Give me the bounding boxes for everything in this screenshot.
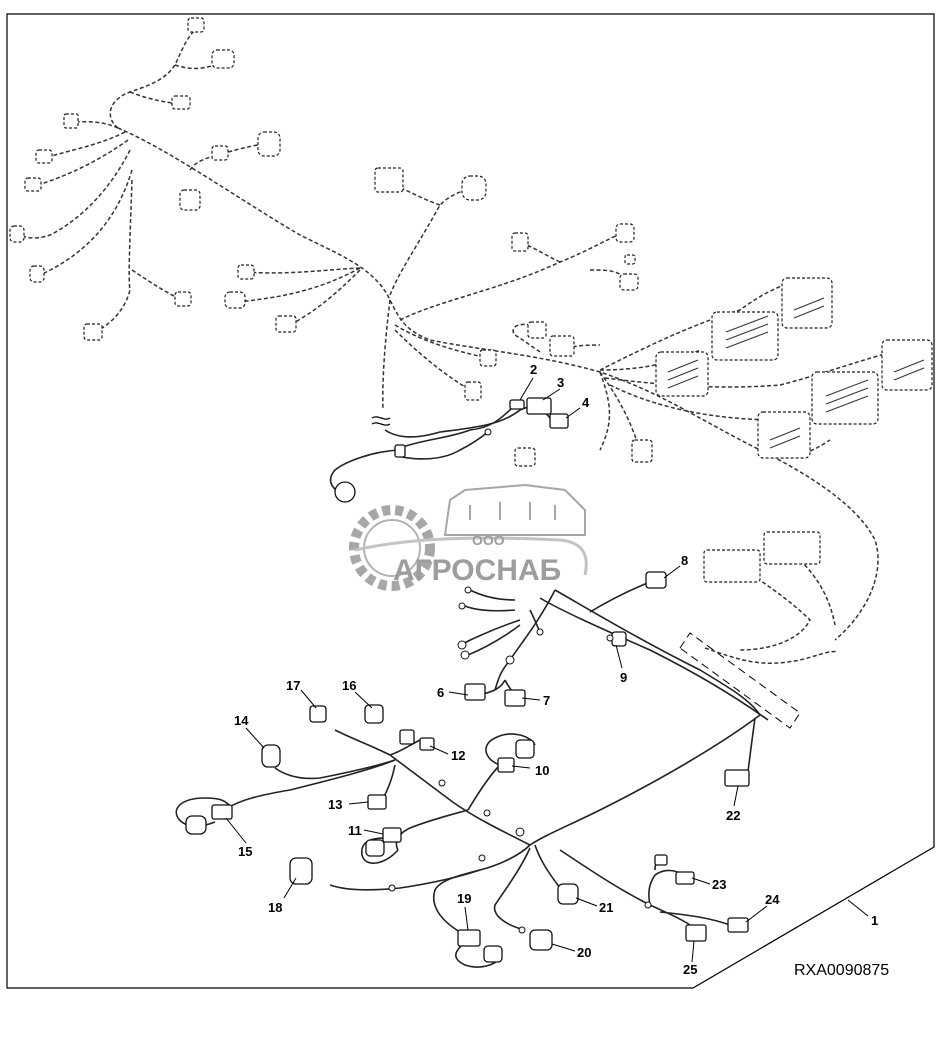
callout-10: 10: [535, 763, 549, 778]
callout-7: 7: [543, 693, 550, 708]
callout-11: 11: [348, 823, 362, 838]
watermark: ООО АГРОСНАБ: [349, 483, 588, 591]
callout-21: 21: [599, 900, 613, 915]
upper-harness: [9, 17, 933, 729]
watermark-prefix: ООО: [472, 532, 505, 548]
figure-code: RXA0090875: [794, 962, 889, 979]
callout-14: 14: [234, 713, 249, 728]
callout-24: 24: [765, 892, 780, 907]
callouts: 1 2 3 4 6 7 8 9 10 11 12 13 14 15 16 17 …: [234, 362, 878, 977]
callout-1: 1: [871, 913, 878, 928]
callout-2: 2: [530, 362, 537, 377]
callout-15: 15: [238, 844, 252, 859]
lower-connectors: [185, 571, 750, 963]
relay-block-group: [655, 277, 933, 459]
callout-23: 23: [712, 877, 726, 892]
dashed-bundle-box: [679, 632, 801, 729]
callout-17: 17: [286, 678, 300, 693]
callout-9: 9: [620, 670, 627, 685]
callout-19: 19: [457, 891, 471, 906]
callout-20: 20: [577, 945, 591, 960]
callout-12: 12: [451, 748, 465, 763]
callout-25: 25: [683, 962, 697, 977]
callout-leaders: [225, 377, 869, 963]
callout-16: 16: [342, 678, 356, 693]
callout-13: 13: [328, 797, 342, 812]
callout-6: 6: [437, 685, 444, 700]
callout-3: 3: [557, 375, 564, 390]
callout-8: 8: [681, 553, 688, 568]
mid-harness: [329, 397, 569, 503]
watermark-name: АГРОСНАБ: [393, 554, 561, 587]
callout-22: 22: [726, 808, 740, 823]
callout-18: 18: [268, 900, 282, 915]
lower-harness: [175, 571, 769, 968]
gear-tractor-logo-icon: [349, 483, 588, 591]
break-mark: [371, 416, 391, 426]
callout-4: 4: [582, 395, 590, 410]
diagram-frame: [6, 13, 935, 989]
